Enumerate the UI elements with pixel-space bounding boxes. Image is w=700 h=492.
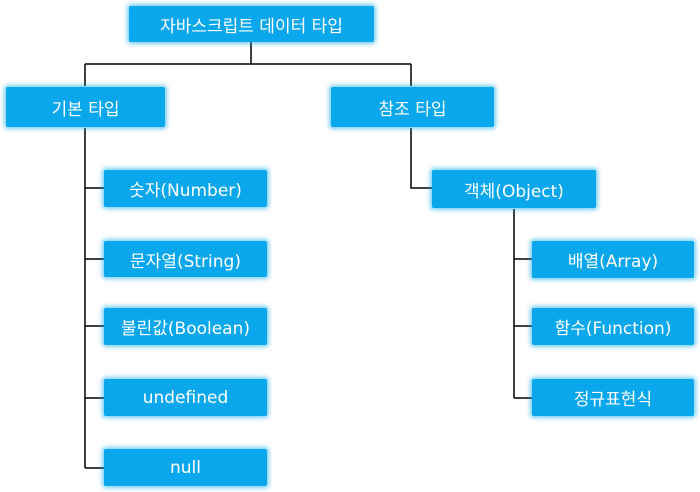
object-type-node: 객체(Object): [432, 170, 596, 208]
array-type-node: 배열(Array): [532, 241, 694, 278]
function-type-node: 함수(Function): [532, 308, 694, 345]
connector-primitive-children: [84, 128, 104, 469]
reference-type-node: 참조 타입: [331, 87, 494, 127]
connector-root-to-branches: [84, 42, 412, 86]
number-type-node: 숫자(Number): [104, 170, 267, 207]
primitive-type-node: 기본 타입: [6, 87, 165, 127]
root-node: 자바스크립트 데이터 타입: [129, 6, 374, 42]
undefined-type-node: undefined: [104, 379, 267, 416]
string-type-node: 문자열(String): [104, 241, 267, 277]
boolean-type-node: 불린값(Boolean): [104, 308, 267, 345]
connector-object-children: [513, 209, 532, 399]
null-type-node: null: [104, 449, 267, 486]
regexp-type-node: 정규표현식: [532, 379, 694, 416]
connector-reference-to-object: [410, 128, 432, 189]
